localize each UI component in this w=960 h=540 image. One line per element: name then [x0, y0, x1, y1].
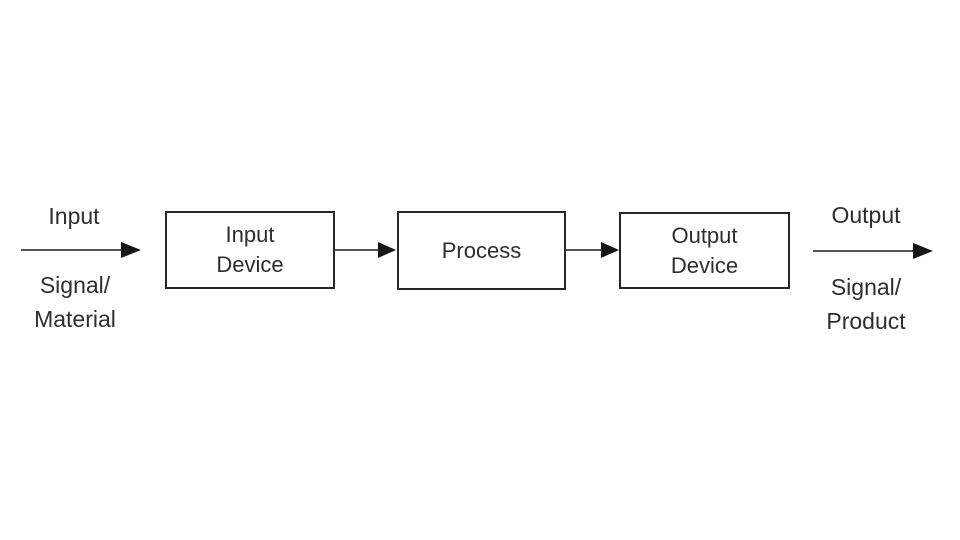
- input-signal-label-line2: Material: [34, 306, 116, 332]
- node-input-device-label-line2: Device: [216, 252, 284, 277]
- node-process: Process: [397, 211, 566, 290]
- node-input-device: Input Device: [165, 211, 335, 289]
- connector-arrow-input-to-process-icon: [335, 242, 396, 258]
- output-signal-label-line1: Signal/: [830, 274, 902, 300]
- node-process-label: Process: [441, 237, 522, 263]
- node-output-device: Output Device: [619, 212, 790, 289]
- output-arrow-label-above: Output: [806, 198, 926, 232]
- output-label: Output: [831, 202, 901, 228]
- output-signal-label-line2: Product: [826, 308, 906, 334]
- node-input-device-label-line1: Input: [225, 222, 275, 247]
- input-arrow-icon: [21, 242, 141, 258]
- output-arrow-label-below: Signal/ Product: [806, 270, 926, 338]
- connector-arrow-process-to-output-icon: [566, 242, 619, 258]
- input-signal-label-line1: Signal/: [39, 272, 111, 298]
- output-arrow-icon: [813, 243, 933, 259]
- input-arrow-label-above: Input: [14, 199, 134, 233]
- input-arrow-label-below: Signal/ Material: [8, 268, 142, 336]
- node-output-device-label-line1: Output: [671, 222, 738, 248]
- node-output-device-label-line2: Device: [670, 252, 739, 278]
- input-label: Input: [48, 203, 100, 229]
